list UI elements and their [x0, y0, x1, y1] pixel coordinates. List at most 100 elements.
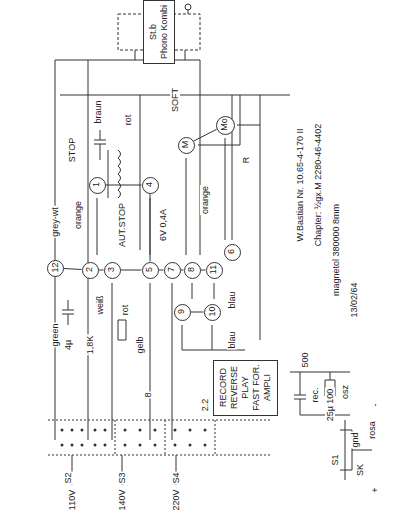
text-group: 10	[206, 307, 217, 317]
terminal-circle: 1	[89, 177, 106, 194]
wire	[112, 283, 214, 440]
wire-label: orange	[200, 185, 210, 215]
wire-label: Chapter: ½gx.M 2280-46-4402	[313, 123, 323, 248]
node-text: FAST FOR.	[250, 365, 261, 411]
node-text: 5	[144, 267, 155, 272]
wire-label: 500	[300, 351, 310, 368]
wire	[55, 60, 290, 440]
wire-label: osz	[340, 384, 350, 400]
node-text: 2	[84, 267, 95, 272]
wire-label: 2.2	[200, 398, 210, 413]
wire-connector	[121, 270, 142, 271]
terminal-circle: 10	[204, 304, 221, 321]
wire-connector	[150, 194, 151, 262]
wire-connector	[194, 129, 217, 141]
motor-lead	[198, 95, 260, 145]
text-group: Mo	[219, 119, 230, 132]
wire	[97, 138, 245, 350]
wire-label: S3	[117, 471, 127, 484]
switch-contacts	[61, 429, 207, 447]
switch-box: St.bPhono Kombi	[143, 0, 175, 64]
wire-label: 25µ 100	[325, 388, 335, 423]
node-text: 11	[208, 265, 219, 274]
wire-label: 220V	[171, 488, 181, 511]
terminal-circle: Mo	[216, 116, 235, 135]
wire-label: SK	[355, 463, 365, 477]
text-group: 1	[91, 182, 102, 187]
wire-connector	[106, 185, 142, 186]
node-text: Mo	[219, 119, 230, 132]
text-group: 8	[186, 267, 197, 272]
wire-label: gelb	[135, 335, 145, 354]
osc-circuit	[290, 372, 350, 415]
node-text: 1	[91, 182, 102, 187]
text-group: 3	[106, 267, 117, 272]
node-text: 10	[206, 307, 217, 317]
wire-label: blau	[227, 290, 237, 309]
wire-label: weiß	[95, 294, 105, 315]
wire-label: 13/02/64	[349, 281, 359, 318]
node-text: 12	[49, 263, 60, 273]
relay-coil	[108, 150, 121, 198]
terminal	[185, 4, 191, 10]
terminal-circle: 5	[142, 262, 159, 279]
node-text: 9	[176, 309, 187, 314]
node-text: 6	[226, 249, 237, 254]
node-text: M	[180, 141, 191, 149]
wire-label: R	[241, 156, 251, 165]
wire-label: 110V	[67, 489, 77, 511]
wire-label: rot	[123, 114, 133, 127]
text-group: 5	[144, 267, 155, 272]
wire-connector	[201, 270, 206, 271]
node-text: St.b	[148, 5, 159, 59]
switch-bank	[48, 420, 270, 455]
text-group: 12	[49, 263, 60, 273]
text-group: 7	[166, 267, 177, 272]
wire-label: rec.	[310, 386, 320, 403]
text-group: 11	[208, 265, 219, 274]
node-text: Phono Kombi	[159, 5, 170, 59]
wire-label: 6V 0,4A	[158, 208, 168, 242]
wire-label: AUT.STOP	[117, 202, 127, 248]
text-group: M	[180, 141, 191, 149]
wire-label: 8	[143, 391, 153, 398]
node-text: REVERSE	[228, 365, 239, 411]
switch-box: RECORDREVERSEPLAYFAST FOR.AMPLI	[213, 360, 278, 416]
wire-label: 140V	[117, 488, 127, 511]
capacitor-symbol	[62, 300, 74, 325]
terminal-circle: 11	[206, 262, 223, 279]
terminal-circle: 12	[47, 260, 64, 277]
wire-label: rot	[120, 304, 130, 317]
wire-connector	[99, 270, 104, 271]
wire-label: magnetol 380000 8mm	[331, 203, 341, 297]
text-group: 9	[176, 309, 187, 314]
wire-connector	[159, 270, 164, 271]
terminal-circle: M	[178, 137, 195, 154]
wire-label: orange	[73, 200, 83, 230]
resistor-symbol	[118, 320, 126, 340]
terminal-circle: 6	[224, 244, 241, 261]
wire-label: -	[370, 403, 380, 408]
node-text: PLAY	[239, 365, 250, 411]
supply-lead	[72, 455, 176, 485]
node-text: 7	[166, 267, 177, 272]
text-group: 4	[144, 182, 155, 187]
wire-connector	[191, 312, 204, 313]
terminal-circle: 9	[174, 304, 191, 321]
wire-label: S1	[330, 453, 340, 466]
wire-label: SOFT	[170, 87, 180, 113]
text-group: RECORDREVERSEPLAYFAST FOR.AMPLI	[217, 365, 272, 411]
text-group: St.bPhono Kombi	[148, 5, 170, 59]
wire-label: green	[50, 322, 60, 347]
node-text: AMPLI	[261, 365, 272, 411]
terminal-circle: 2	[82, 262, 99, 279]
terminal-circle: 7	[164, 262, 181, 279]
node-text: 4	[144, 182, 155, 187]
text-group: 2	[84, 267, 95, 272]
node-text: RECORD	[217, 365, 228, 411]
text-group: 6	[226, 249, 237, 254]
terminal-circle: 8	[184, 262, 201, 279]
wire-label: braun	[93, 99, 103, 124]
terminal-circle: 3	[104, 262, 121, 279]
wire-label: 4µ	[63, 339, 73, 351]
